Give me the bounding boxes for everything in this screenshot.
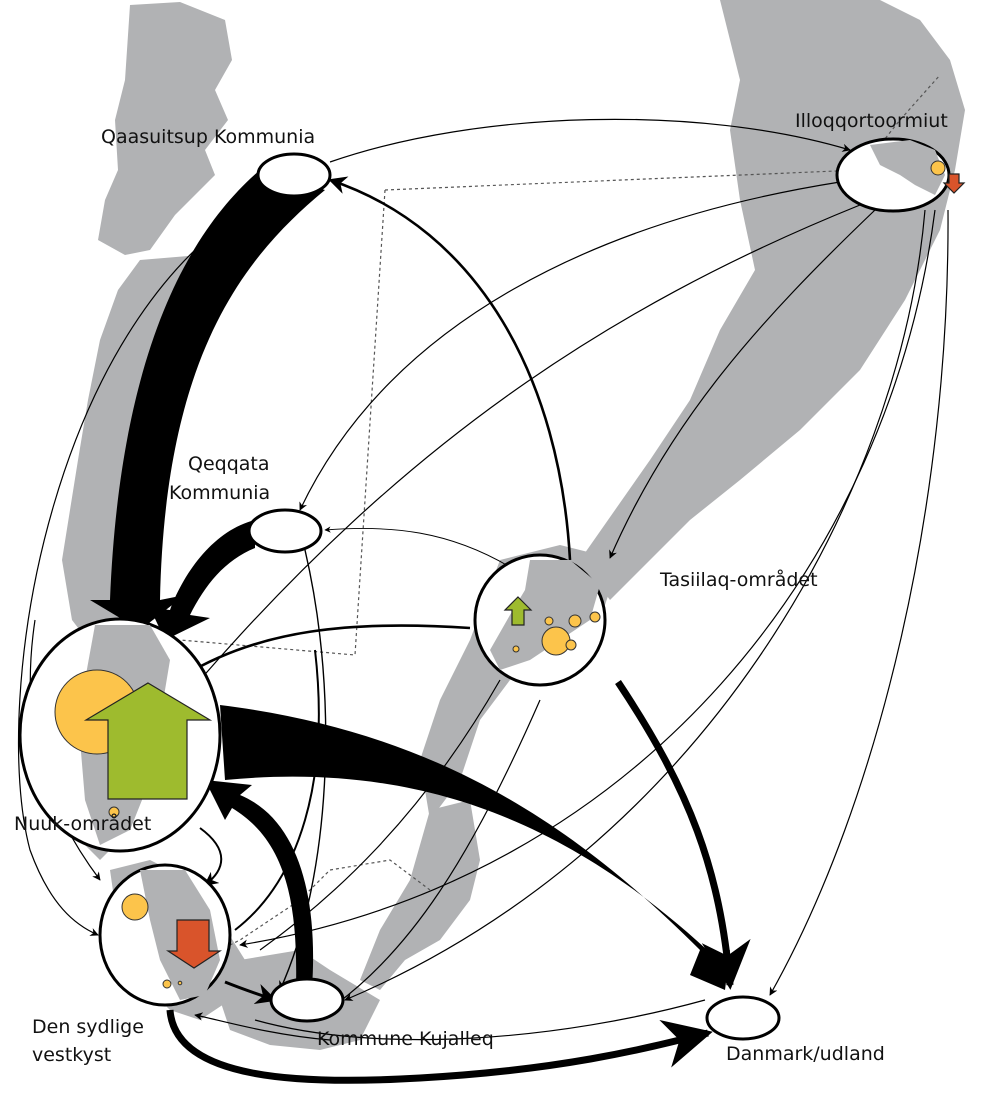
label-tasiilaq: Tasiilaq-området: [659, 568, 818, 591]
flow-nuuk-danmark: [220, 705, 730, 990]
settlement-circle: [565, 639, 577, 651]
label-kujalleq: Kommune Kujalleq: [317, 1028, 494, 1050]
land-west-coast: [60, 2, 380, 1050]
settlement-circle: [121, 893, 149, 921]
flow-tasiilaq-qaasuitsup: [328, 176, 572, 561]
settlement-circle: [162, 979, 172, 989]
decrease-arrow-icon: [165, 919, 223, 969]
settlement-circle: [930, 160, 946, 176]
flow-illoqqortoormiut-nuuk: [199, 204, 861, 681]
flow-tasiilaq-kujalleq: [334, 699, 541, 1006]
labels: Qaasuitsup Kommunia Illoqqortoormiut Qeq…: [14, 110, 948, 1066]
flow-qaasuitsup-illoqqortoormiut: [329, 118, 851, 163]
increase-arrow-icon: [83, 682, 213, 800]
flow-tasiilaq-nuuk: [183, 624, 471, 677]
flow-tasiilaq-qeqqata: [324, 526, 516, 571]
flows: [17, 118, 949, 1084]
label-nuuk: Nuuk-området: [14, 812, 151, 835]
flow-tasiilaq-sydlige: [259, 679, 501, 951]
flow-sydlige-danmark: [166, 1009, 713, 1084]
flow-kujalleq-sydlige: [194, 1012, 331, 1041]
node-qeqqata[interactable]: [247, 508, 323, 554]
flow-illoqqortoormiut-qeqqata: [299, 181, 841, 511]
population-change: [83, 173, 966, 969]
settlement-circle: [108, 806, 120, 818]
label-sydlige-line2: vestkyst: [32, 1044, 111, 1066]
flow-qaasuitsup-sydlige: [17, 189, 281, 936]
flow-qaasuitsup-nuuk: [90, 170, 325, 630]
flow-danmark-sydlige: [254, 999, 706, 1041]
settlement-circle: [177, 980, 183, 986]
label-qeqqata-line2: Kommunia: [169, 482, 270, 504]
node-kujalleq[interactable]: [269, 977, 345, 1023]
flow-qeqqata-kujalleq: [279, 549, 327, 991]
flow-nuuk-sydlige-b: [234, 649, 320, 931]
increase-arrow-icon: [503, 596, 533, 626]
flow-tasiilaq-danmark: [615, 680, 751, 990]
flow-illoqqortoormiut-kujalleq: [344, 209, 926, 1001]
label-danmark: Danmark/udland: [726, 1043, 885, 1065]
settlement-circle: [589, 611, 601, 623]
flow-illoqqortoormiut-danmark: [769, 209, 949, 996]
label-qaasuitsup: Qaasuitsup Kommunia: [101, 126, 315, 148]
settlement-circle: [568, 614, 582, 628]
settlement-circle: [512, 645, 520, 653]
flow-illoqqortoormiut-sydlige: [239, 209, 936, 948]
settlement-circle: [541, 626, 571, 656]
flow-qeqqata-nuuk: [150, 520, 255, 640]
flow-kujalleq-nuuk: [205, 780, 314, 988]
decrease-arrow-icon: [942, 173, 966, 194]
node-qaasuitsup[interactable]: [256, 152, 332, 198]
flow-illoqqortoormiut-tasiilaq: [609, 209, 876, 559]
label-sydlige-line1: Den sydlige: [32, 1016, 144, 1038]
label-qeqqata-line1: Qeqqata: [188, 453, 270, 475]
settlement-circle: [544, 616, 554, 626]
label-illoqqortoormiut: Illoqqortoormiut: [795, 110, 948, 132]
node-danmark[interactable]: [705, 995, 781, 1041]
flow-nuuk-sydlige: [199, 827, 223, 886]
